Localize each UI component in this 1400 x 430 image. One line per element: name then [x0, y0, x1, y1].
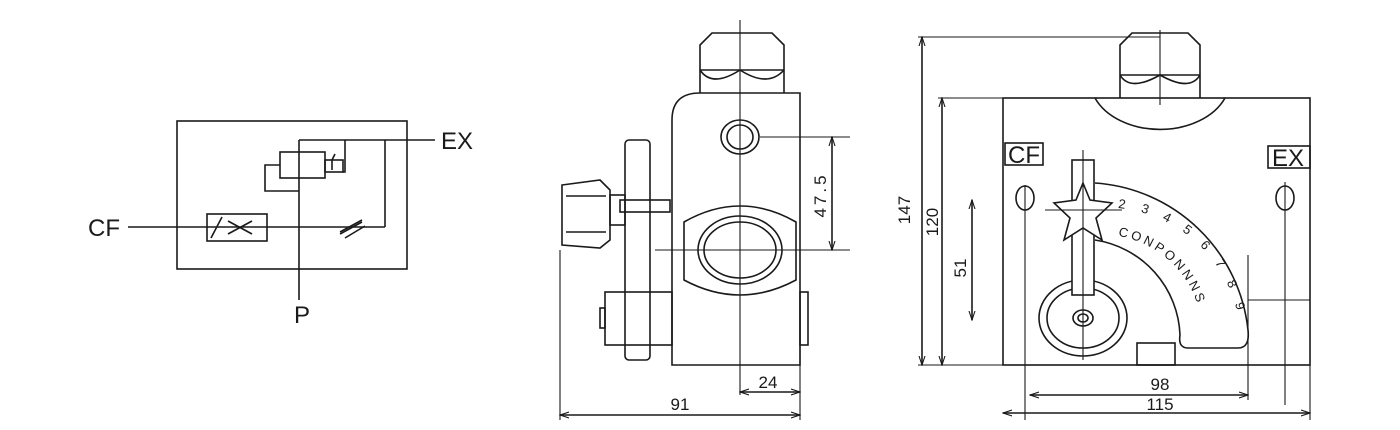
- front-port-label-cf: CF: [1008, 142, 1040, 169]
- hex-nut: [1119, 30, 1201, 105]
- port-label-cf: CF: [88, 215, 120, 242]
- fixed-orifice-symbol: [339, 219, 366, 239]
- hex-nut: [699, 32, 785, 93]
- dim-51: 51: [951, 259, 970, 278]
- adjustable-restrictor-symbol: [206, 213, 268, 242]
- relief-valve-symbol: [264, 140, 346, 192]
- valve-body: [1002, 97, 1311, 366]
- front-port-label-ex: EX: [1272, 145, 1304, 172]
- side-view: 47.5 91 24: [560, 20, 850, 420]
- dim-98: 98: [1151, 375, 1170, 394]
- hydraulic-schematic: CF EX P: [88, 120, 473, 329]
- port-label-ex: EX: [441, 128, 473, 155]
- adjust-knob: [561, 139, 671, 361]
- front-view: CF EX 2 3 4 5 6 7 8 9 10 CONPONNNS: [0, 0, 1310, 420]
- dim-91: 91: [671, 395, 690, 414]
- boss-arc: [1094, 97, 1226, 131]
- port-label-p: P: [294, 302, 310, 329]
- dim-120: 120: [923, 208, 942, 236]
- valve-envelope: [176, 120, 408, 270]
- adjust-handle: [1038, 150, 1128, 360]
- lower-fitting: [599, 291, 809, 346]
- dim-24: 24: [759, 373, 778, 392]
- dim-47-5: 47.5: [811, 172, 830, 217]
- valve-body: [671, 92, 801, 366]
- dim-147: 147: [895, 196, 914, 224]
- dim-115: 115: [1146, 395, 1173, 414]
